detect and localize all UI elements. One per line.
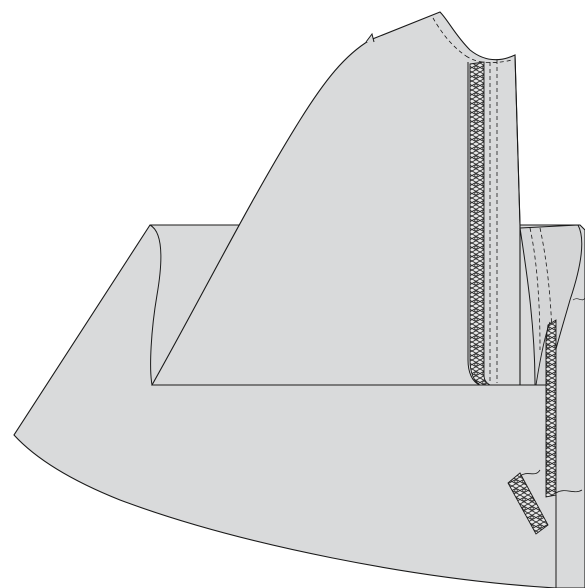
zipper-end-tab xyxy=(507,472,549,535)
shoulder-notch xyxy=(365,32,375,43)
neck-stitch xyxy=(465,55,513,64)
zipper-tape xyxy=(469,61,491,386)
thread-right xyxy=(555,489,583,494)
skirt-fold-line xyxy=(149,224,162,386)
zipper-tape-lower xyxy=(545,319,557,498)
thread-left xyxy=(519,469,541,477)
bodice-panel xyxy=(151,11,521,386)
thread-top-right xyxy=(572,297,585,301)
zipper-right-edge xyxy=(514,54,521,226)
zipper-lower-outline xyxy=(535,321,551,386)
neckline-stitch xyxy=(432,17,467,57)
right-flap-stitch xyxy=(529,227,541,351)
